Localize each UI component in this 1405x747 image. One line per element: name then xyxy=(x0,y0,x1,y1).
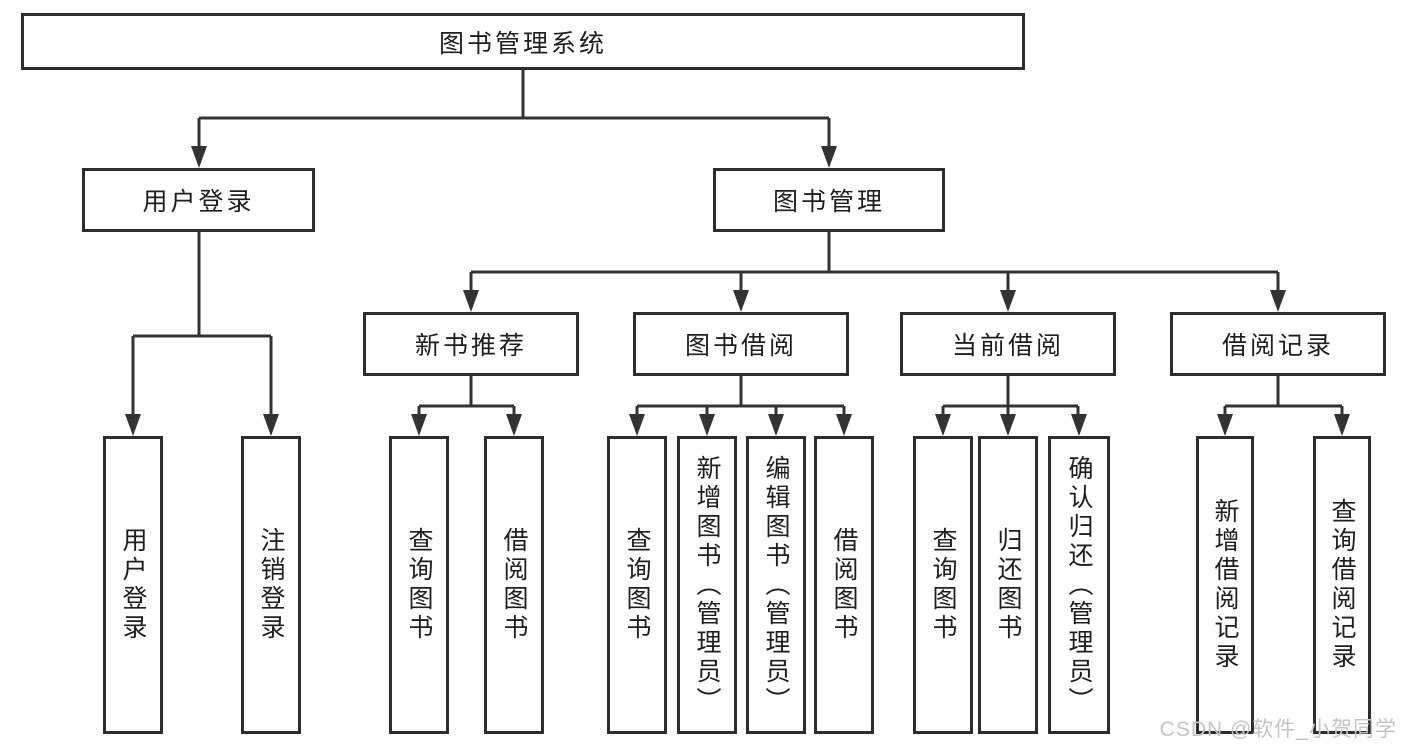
leaf-borrow-book-recommend: 借阅图书 xyxy=(484,436,544,734)
node-borrowing-records-label: 借阅记录 xyxy=(1221,332,1334,360)
leaf-return-book: 归还图书 xyxy=(978,436,1038,734)
node-user-login: 用户登录 xyxy=(82,168,315,232)
node-book-borrowing: 图书借阅 xyxy=(633,312,849,376)
leaf-query-books-current: 查询图书 xyxy=(913,436,973,734)
leaf-query-borrow-record-label: 查询借阅记录 xyxy=(1328,498,1356,672)
leaf-logout-label: 注销登录 xyxy=(257,527,285,643)
node-book-management: 图书管理 xyxy=(713,168,945,232)
leaf-query-books-borrow-label: 查询图书 xyxy=(623,527,651,643)
leaf-user-login-label: 用户登录 xyxy=(119,527,147,643)
watermark: CSDN @软件_小贺同学 xyxy=(1159,718,1397,741)
leaf-confirm-return-admin-label: 确认归还（管理员） xyxy=(1065,454,1093,716)
leaf-query-books-recommend: 查询图书 xyxy=(389,436,449,734)
leaf-user-login: 用户登录 xyxy=(103,436,163,734)
node-book-borrowing-label: 图书借阅 xyxy=(684,332,797,360)
arrowheads xyxy=(125,146,1350,436)
leaf-borrow-book: 借阅图书 xyxy=(814,436,874,734)
leaf-edit-book-admin-label: 编辑图书（管理员） xyxy=(762,454,790,716)
leaf-query-books-recommend-label: 查询图书 xyxy=(405,527,433,643)
leaf-add-borrow-record-label: 新增借阅记录 xyxy=(1211,498,1239,672)
leaf-logout: 注销登录 xyxy=(241,436,301,734)
node-new-book-recommendation: 新书推荐 xyxy=(363,312,579,376)
leaf-query-books-current-label: 查询图书 xyxy=(929,527,957,643)
leaf-return-book-label: 归还图书 xyxy=(994,527,1022,643)
node-root-system: 图书管理系统 xyxy=(21,13,1025,70)
node-current-borrowing-label: 当前借阅 xyxy=(951,332,1064,360)
leaf-edit-book-admin: 编辑图书（管理员） xyxy=(746,436,806,734)
leaf-query-books-borrow: 查询图书 xyxy=(607,436,667,734)
node-book-management-label: 图书管理 xyxy=(772,188,885,216)
leaf-confirm-return-admin: 确认归还（管理员） xyxy=(1048,436,1110,734)
leaf-query-borrow-record: 查询借阅记录 xyxy=(1313,436,1371,734)
node-user-login-label: 用户登录 xyxy=(142,188,255,216)
node-borrowing-records: 借阅记录 xyxy=(1170,312,1386,376)
leaf-add-borrow-record: 新增借阅记录 xyxy=(1196,436,1254,734)
leaf-borrow-book-label: 借阅图书 xyxy=(830,527,858,643)
node-new-book-recommendation-label: 新书推荐 xyxy=(414,332,527,360)
leaf-add-book-admin: 新增图书（管理员） xyxy=(677,436,737,734)
node-root-label: 图书管理系统 xyxy=(438,29,607,58)
leaf-add-book-admin-label: 新增图书（管理员） xyxy=(693,454,721,716)
node-current-borrowing: 当前借阅 xyxy=(900,312,1116,376)
leaf-borrow-book-recommend-label: 借阅图书 xyxy=(500,527,528,643)
